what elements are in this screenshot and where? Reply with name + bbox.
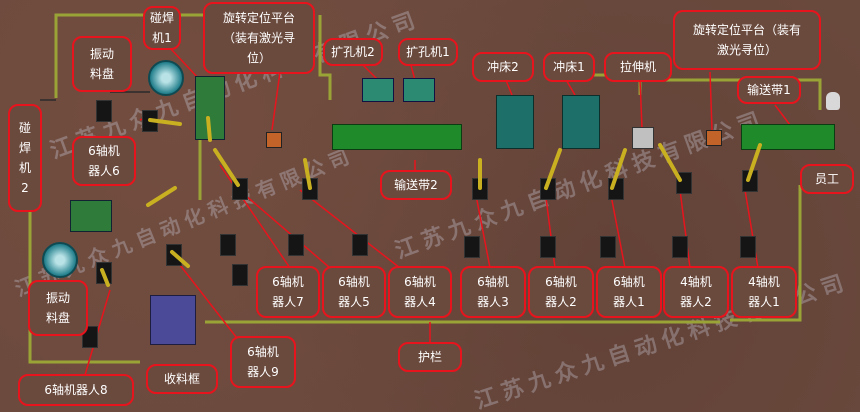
label-stretcher: 拉伸机: [604, 52, 672, 82]
label-robot-6-2: 6轴机 器人2: [528, 266, 594, 318]
label-vibration-feeder-1: 振动 料盘: [72, 36, 132, 92]
label-rotary-platform-right: 旋转定位平台（装有 激光寻位）: [673, 10, 821, 70]
vibration-feeder-2-disc: [42, 242, 78, 278]
rotary-platform-left-table: [266, 132, 282, 148]
stretcher-machine: [632, 127, 654, 149]
reamer-2-machine: [362, 78, 394, 102]
label-robot-6-6: 6轴机 器人6: [72, 136, 136, 186]
label-conveyor-1: 输送带1: [737, 76, 801, 104]
label-vibration-feeder-2: 振动 料盘: [28, 280, 88, 336]
robot-aux-1: [288, 234, 304, 256]
robot-6-6-base: [96, 100, 112, 122]
label-robot-6-5: 6轴机 器人5: [322, 266, 386, 318]
robot-row-2: [540, 236, 556, 258]
conveyor-2-belt: [332, 124, 462, 150]
reamer-1-machine: [403, 78, 435, 102]
spot-welder-2-machine: [70, 200, 112, 232]
label-robot-6-8: 6轴机器人8: [18, 374, 134, 406]
press-1-machine: [562, 95, 600, 149]
robot-aux-3: [232, 264, 248, 286]
robot-row-4: [672, 236, 688, 258]
label-reamer-2: 扩孔机2: [323, 38, 383, 66]
collection-bin: [150, 295, 196, 345]
robot-aux-2: [352, 234, 368, 256]
vibration-feeder-1-disc: [148, 60, 184, 96]
conveyor-1-belt: [741, 124, 835, 150]
label-conveyor-2: 输送带2: [380, 170, 452, 200]
label-fence: 护栏: [398, 342, 462, 372]
label-robot-6-3: 6轴机 器人3: [460, 266, 526, 318]
label-robot-6-7: 6轴机 器人7: [256, 266, 320, 318]
rotary-platform-right-table: [706, 130, 722, 146]
label-rotary-platform-left: 旋转定位平台 （装有激光寻 位）: [203, 2, 315, 74]
label-press-1: 冲床1: [543, 52, 595, 82]
robot-6-4-base: [220, 234, 236, 256]
robot-row-3: [600, 236, 616, 258]
press-2-machine: [496, 95, 534, 149]
label-press-2: 冲床2: [472, 52, 534, 82]
label-reamer-1: 扩孔机1: [398, 38, 458, 66]
worker-figure: [826, 92, 840, 110]
label-spot-welder-2: 碰 焊 机 2: [8, 104, 42, 212]
label-spot-welder-1: 碰焊 机1: [143, 6, 181, 50]
robot-row-5: [740, 236, 756, 258]
label-bin: 收料框: [146, 364, 218, 394]
label-robot-6-4: 6轴机 器人4: [388, 266, 452, 318]
robot-row-1: [464, 236, 480, 258]
label-robot-4-2: 4轴机 器人2: [663, 266, 729, 318]
label-robot-6-9: 6轴机 器人9: [230, 336, 296, 388]
label-robot-6-1: 6轴机 器人1: [596, 266, 662, 318]
label-worker: 员工: [800, 164, 854, 194]
label-robot-4-1: 4轴机 器人1: [731, 266, 797, 318]
